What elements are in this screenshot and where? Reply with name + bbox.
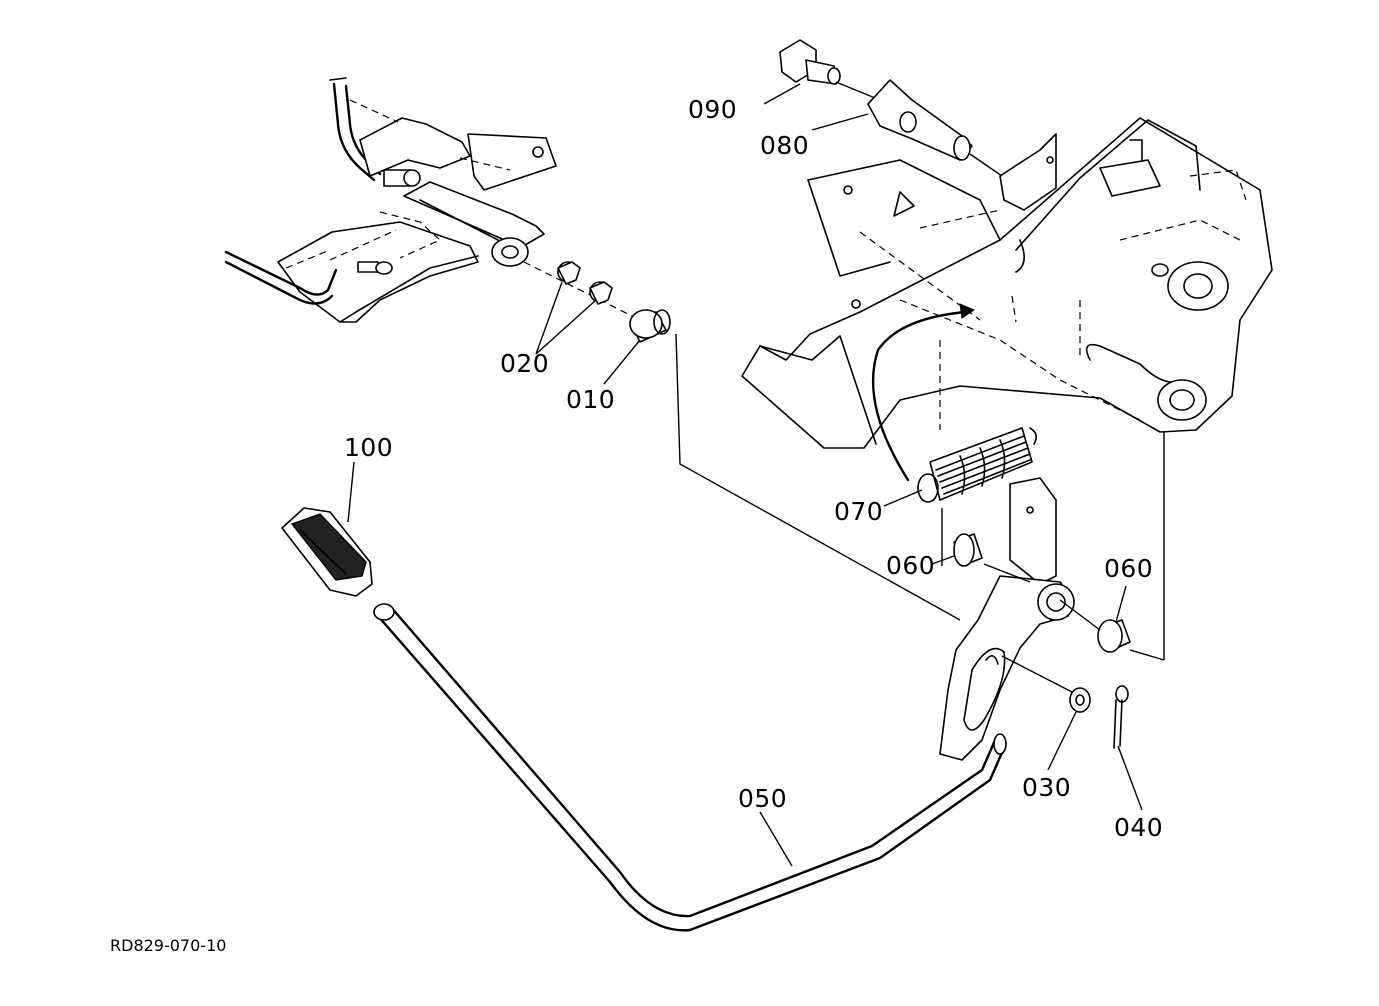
callout-100: 100 [344, 433, 394, 462]
callout-090: 090 [688, 95, 738, 124]
bolt-090 [779, 39, 881, 101]
left-pedal-bracket [224, 77, 557, 323]
bushing-060-right [1097, 432, 1165, 660]
callout-060-right: 060 [1104, 554, 1154, 583]
callout-050: 050 [738, 784, 788, 813]
callout-060-left: 060 [886, 551, 936, 580]
bushing-010 [629, 309, 671, 343]
pedal-cover-100 [281, 507, 373, 597]
callout-leaders [347, 83, 1143, 867]
spring-direction-arrow [871, 303, 976, 482]
spring-070 [917, 427, 1038, 503]
pedal-rod-050 [373, 603, 1007, 932]
cotter-pin-040 [1113, 685, 1129, 749]
callout-040: 040 [1114, 813, 1164, 842]
assembly-lines [675, 333, 1165, 693]
callout-030: 030 [1022, 773, 1072, 802]
right-main-bracket [741, 117, 1273, 449]
callout-020: 020 [500, 349, 550, 378]
drawing-code: RD829-070-10 [110, 936, 227, 955]
callout-070: 070 [834, 497, 884, 526]
pin-080 [867, 79, 1003, 177]
washer-030 [1069, 687, 1091, 713]
pedal-arm [939, 477, 1075, 761]
callout-010: 010 [566, 385, 616, 414]
callout-080: 080 [760, 131, 810, 160]
bushing-020-pair [523, 261, 661, 331]
bushing-060-left [953, 533, 983, 567]
